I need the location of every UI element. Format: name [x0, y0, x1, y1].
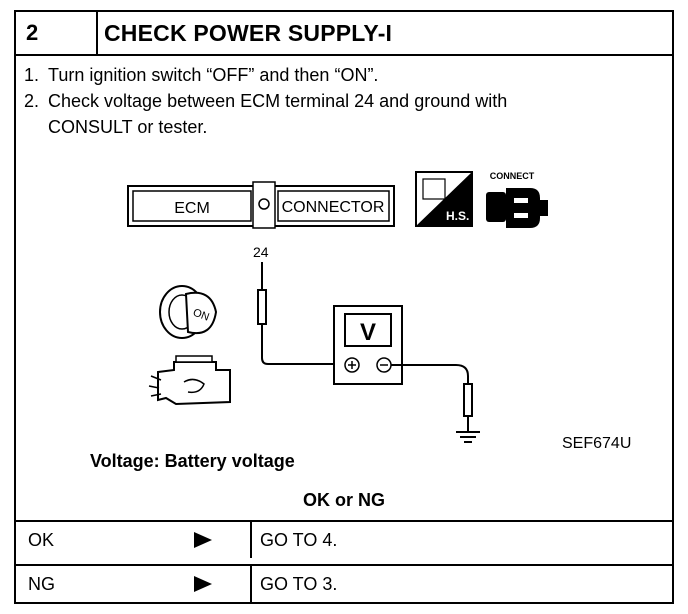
result-label-ok: OK — [28, 530, 55, 550]
figure-code: SEF674U — [562, 435, 631, 452]
ground-icon — [456, 431, 480, 443]
ecm-connector: ECM CONNECTOR — [127, 181, 395, 229]
instruction-2: 2. Check voltage between ECM terminal 24 … — [24, 89, 507, 113]
decision-label: OK or NG — [302, 490, 385, 510]
connect-icon: CONNECT — [486, 171, 548, 228]
wiring-diagram: ECM CONNECTOR 24 V — [127, 171, 631, 452]
instruction-2-cont: CONSULT or tester. — [24, 115, 207, 139]
connect-label: CONNECT — [490, 171, 535, 181]
instruction-1: 1. Turn ignition switch “OFF” and then “O… — [24, 63, 378, 87]
connector-label: CONNECTOR — [282, 199, 385, 216]
result-row-ok: OK GO TO 4. — [16, 520, 672, 558]
positive-probe — [257, 262, 338, 365]
arrow-right-icon — [194, 532, 212, 548]
step-header: 2 CHECK POWER SUPPLY-I — [16, 12, 672, 56]
result-label-ng: NG — [28, 574, 55, 594]
instruction-2-text-line2: CONSULT or tester. — [48, 117, 208, 137]
result-action-ok: GO TO 4. — [260, 530, 338, 550]
negative-probe — [391, 364, 473, 432]
arrow-right-icon — [194, 576, 212, 592]
terminal-number: 24 — [253, 244, 269, 260]
ignition-key-icon: ON — [159, 285, 218, 339]
result-cell: OK — [16, 522, 252, 558]
instruction-1-text: Turn ignition switch “OFF” and then “ON”… — [48, 65, 379, 85]
result-cell: NG — [16, 566, 252, 602]
instruction-2-text-line1: Check voltage between ECM terminal 24 an… — [48, 91, 508, 111]
ecm-label: ECM — [174, 200, 210, 217]
voltmeter: V — [333, 305, 403, 385]
ignition-key-label: ON — [191, 307, 211, 324]
instruction-2-number: 2. — [24, 91, 40, 111]
step-title: CHECK POWER SUPPLY-I — [104, 20, 393, 46]
result-action-ng: GO TO 3. — [260, 574, 338, 594]
procedure-box: 2 CHECK POWER SUPPLY-I 1. Turn ignition s… — [14, 10, 674, 604]
engine-icon — [148, 355, 231, 406]
step-number: 2 — [16, 12, 98, 54]
result-row-ng: NG GO TO 3. — [16, 564, 672, 602]
hs-icon: H.S. — [415, 171, 473, 227]
voltmeter-display: V — [360, 319, 376, 346]
instruction-1-number: 1. — [24, 65, 40, 85]
hs-label: H.S. — [446, 209, 469, 223]
voltage-spec: Voltage: Battery voltage — [90, 451, 295, 471]
